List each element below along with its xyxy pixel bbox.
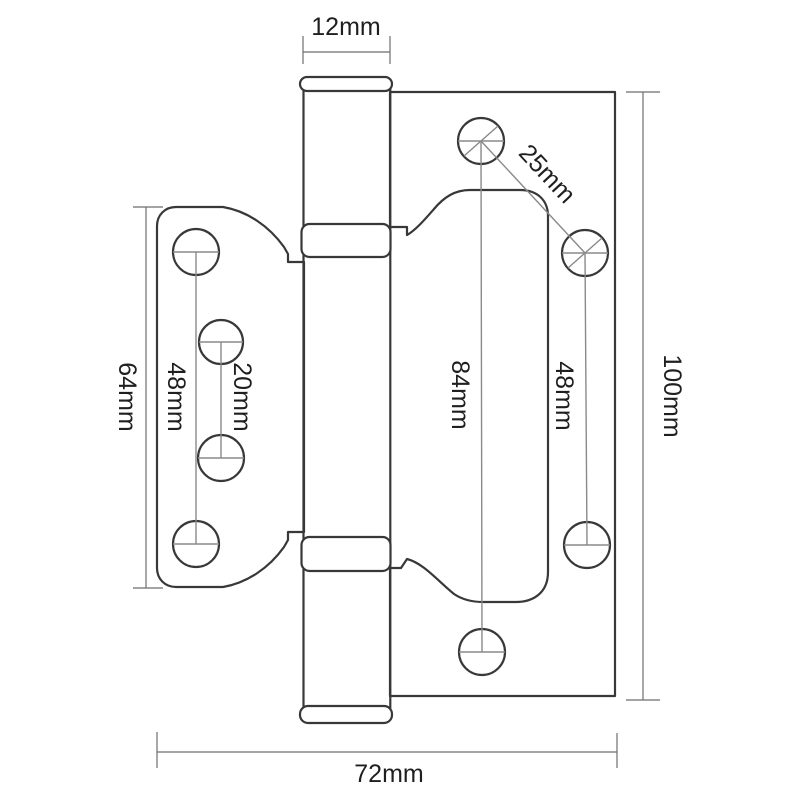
dim-small-leaf-height — [133, 206, 163, 589]
dim-line-hole-diagonal — [480, 140, 586, 254]
barrel-upper-knuckle — [300, 222, 392, 259]
small-leaf-outline — [155, 205, 306, 589]
dim-label-overall-width: 72mm — [354, 760, 423, 788]
dim-overall-width — [156, 732, 618, 768]
large-leaf-outline — [388, 90, 617, 698]
diagonal-dim-tick — [567, 237, 603, 269]
barrel-top-cap — [298, 75, 394, 93]
dim-label-large-leaf-center-hole-spacing: 84mm — [446, 360, 474, 429]
dim-label-small-leaf-hole-spacing: 48mm — [162, 362, 190, 431]
diagonal-dim-tick — [463, 125, 499, 157]
dim-label-large-leaf-side-hole-spacing: 48mm — [550, 361, 578, 430]
dim-label-overall-height: 100mm — [658, 354, 686, 437]
dim-knuckle-width — [302, 36, 391, 64]
dim-label-knuckle-width: 12mm — [311, 13, 380, 41]
dim-label-small-leaf-mid-hole-spacing: 20mm — [228, 362, 256, 431]
dim-label-small-leaf-height: 64mm — [113, 362, 141, 431]
dim-line-large-leaf-center-hole-spacing — [480, 140, 483, 653]
dim-overall-height — [626, 91, 660, 701]
dim-line-large-leaf-side-hole-spacing — [584, 252, 588, 546]
barrel-lower-knuckle — [300, 535, 392, 573]
barrel-bottom-cap — [298, 704, 394, 725]
